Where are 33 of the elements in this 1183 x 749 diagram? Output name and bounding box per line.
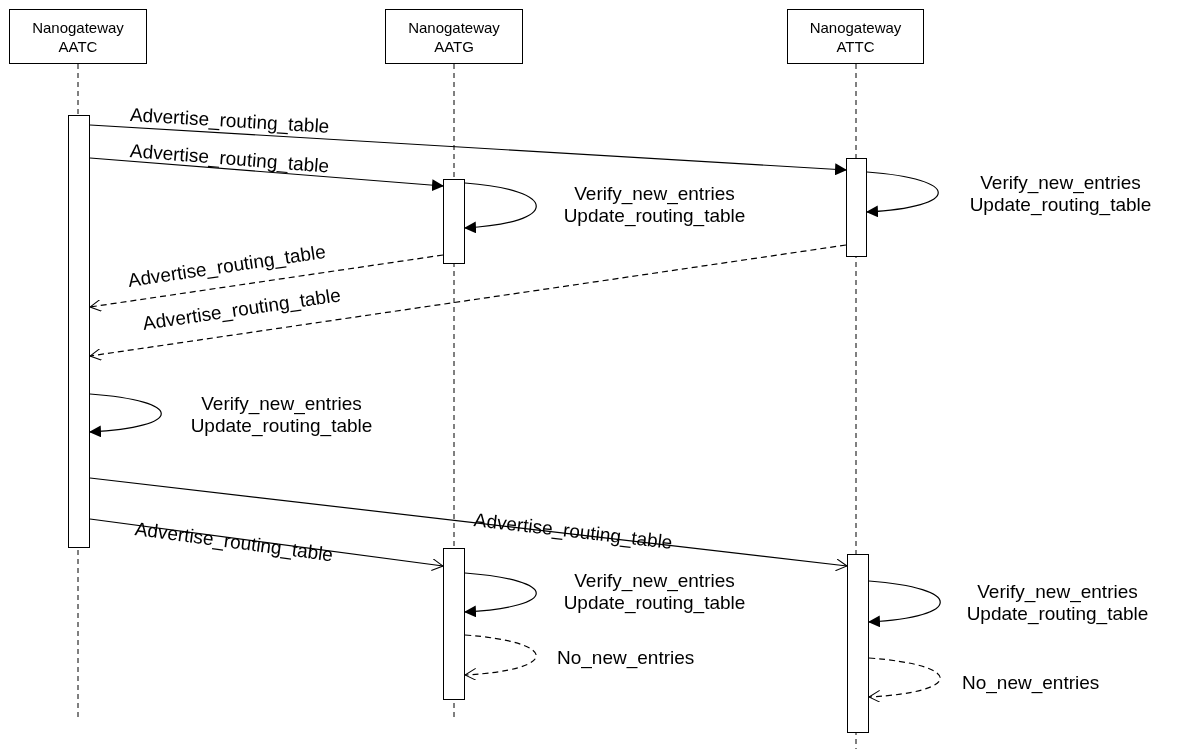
message-label: Verify_new_entries Update_routing_table bbox=[965, 581, 1150, 625]
message-label: Verify_new_entries Update_routing_table bbox=[562, 570, 747, 614]
activation-bar bbox=[443, 179, 465, 264]
activation-bar bbox=[443, 548, 465, 700]
message-arrow bbox=[89, 518, 444, 571]
message-label: Verify_new_entries Update_routing_table bbox=[968, 172, 1153, 216]
self-message-arrow bbox=[464, 182, 537, 234]
message-arrow bbox=[89, 254, 444, 312]
message-label: Advertise_routing_table bbox=[129, 140, 330, 178]
message-label: Advertise_routing_table bbox=[129, 104, 330, 138]
self-message-arrow bbox=[89, 393, 162, 438]
participant-name: Nanogateway AATC bbox=[31, 17, 125, 56]
participant-name: Nanogateway ATTC bbox=[808, 17, 903, 56]
message-arrow bbox=[89, 244, 847, 361]
self-message-arrow bbox=[866, 171, 939, 218]
message-label: No_new_entries bbox=[557, 647, 695, 669]
participant-box bbox=[9, 9, 147, 64]
participant-box bbox=[787, 9, 924, 64]
message-label: Verify_new_entries Update_routing_table bbox=[562, 183, 747, 227]
participant-name: Nanogateway AATG bbox=[407, 17, 501, 56]
message-arrow bbox=[89, 477, 848, 572]
self-message-arrow bbox=[868, 580, 941, 628]
self-message-arrow bbox=[464, 634, 537, 681]
self-message-arrow bbox=[868, 657, 941, 703]
message-arrow bbox=[89, 157, 444, 192]
self-message-arrow bbox=[464, 572, 537, 618]
participant-box bbox=[385, 9, 523, 64]
message-arrow bbox=[89, 124, 847, 176]
activation-bar bbox=[68, 115, 90, 548]
activation-bar bbox=[847, 554, 869, 733]
message-label: No_new_entries bbox=[962, 672, 1100, 694]
message-label: Verify_new_entries Update_routing_table bbox=[189, 393, 374, 437]
activation-bar bbox=[846, 158, 867, 257]
